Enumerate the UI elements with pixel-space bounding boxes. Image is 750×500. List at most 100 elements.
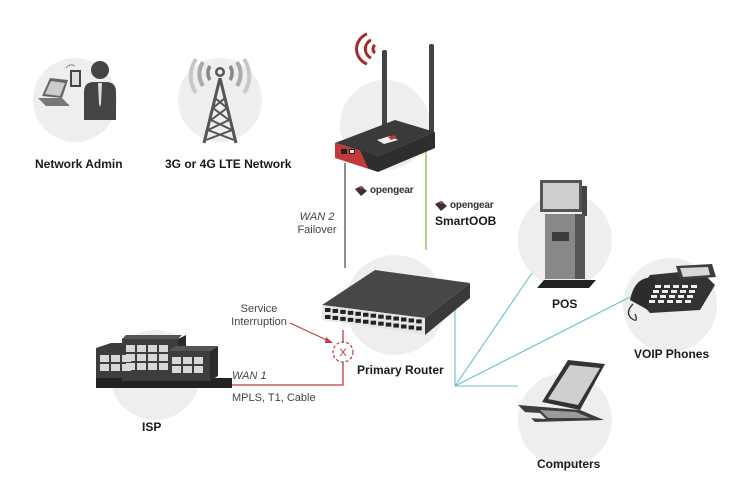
opengear-logo-device: opengear <box>355 185 414 196</box>
building-window <box>172 357 181 364</box>
opengear-brand-text: opengear <box>370 185 414 196</box>
pos-kiosk-icon <box>537 180 596 288</box>
router-port <box>401 324 407 329</box>
router-port <box>340 316 346 321</box>
phone-key <box>667 300 673 303</box>
voip-phone-icon <box>627 264 716 321</box>
wifi-signal-icon <box>355 32 377 66</box>
building-window <box>126 354 135 361</box>
phone-key <box>658 300 664 303</box>
building-window <box>148 345 157 352</box>
computers-label: Computers <box>537 457 601 471</box>
opengear-logo-smartoob: opengear <box>435 200 494 211</box>
building-window <box>194 366 203 373</box>
phone-key <box>673 285 679 288</box>
network-admin-label: Network Admin <box>35 157 123 171</box>
router-port <box>401 317 407 322</box>
router-port <box>385 322 392 327</box>
router-port <box>332 308 339 313</box>
router-port <box>370 320 377 325</box>
annotation-line2: Interruption <box>231 316 287 328</box>
router-port <box>378 314 384 319</box>
building-window <box>172 366 181 373</box>
building-window <box>137 363 146 370</box>
wan1-subtitle: MPLS, T1, Cable <box>232 392 316 404</box>
phone-key <box>653 290 659 293</box>
router-port <box>347 310 354 315</box>
lte-network-label: 3G or 4G LTE Network <box>165 157 292 171</box>
router-port <box>347 317 354 322</box>
router-port <box>378 321 384 326</box>
phone-key <box>655 285 661 288</box>
phone-key <box>671 290 677 293</box>
phone-key <box>676 300 682 303</box>
links: X <box>232 150 631 387</box>
computers-laptop-icon <box>518 360 605 422</box>
annotation-line1: Service <box>240 303 278 315</box>
interruption-arrowhead <box>325 337 333 343</box>
pos-link <box>454 272 533 387</box>
isp-label: ISP <box>142 420 162 434</box>
router-port <box>363 319 369 324</box>
router-port <box>325 308 331 312</box>
phone-keys <box>649 285 697 303</box>
phone-key <box>660 295 666 298</box>
interruption-arrow <box>289 322 332 343</box>
phone-key <box>662 290 668 293</box>
router-port <box>370 313 377 318</box>
router-port <box>355 311 361 316</box>
phone-key <box>664 285 670 288</box>
router-port <box>340 309 346 314</box>
router-port <box>393 316 399 321</box>
building-window <box>126 363 135 370</box>
router-ports <box>325 308 422 331</box>
router-port <box>355 318 361 323</box>
phone-key <box>689 290 695 293</box>
building-window <box>137 345 146 352</box>
phone-key <box>651 295 657 298</box>
wan2-title: WAN 2 <box>299 211 335 223</box>
phone-key <box>687 295 693 298</box>
network-admin-icon <box>38 61 116 120</box>
router-port <box>416 326 422 331</box>
building-window <box>159 354 168 361</box>
building-window <box>183 357 192 364</box>
wan2-subtitle: Failover <box>297 224 337 236</box>
router-port <box>408 325 415 330</box>
building-window <box>159 363 168 370</box>
opengear-brand-text: opengear <box>450 200 494 211</box>
building-window <box>111 355 120 362</box>
interruption-marker <box>332 341 354 363</box>
interruption-x: X <box>339 347 347 359</box>
router-port <box>408 318 415 323</box>
wan1-title: WAN 1 <box>232 370 267 382</box>
building-window <box>148 363 157 370</box>
phone-key <box>691 285 697 288</box>
phone-key <box>682 285 688 288</box>
router-port <box>332 315 339 320</box>
voip-link <box>454 296 631 387</box>
router-port <box>393 323 399 328</box>
router-port <box>385 315 392 320</box>
primary-router-label: Primary Router <box>357 363 444 377</box>
building-window <box>126 345 135 352</box>
wan2-failover-label: WAN 2 Failover <box>292 211 342 237</box>
phone-key <box>669 295 675 298</box>
smartoob-device-icon <box>335 44 435 172</box>
router-port <box>325 315 331 319</box>
building-window <box>148 354 157 361</box>
building-window <box>100 364 109 371</box>
pos-label: POS <box>552 297 578 311</box>
smartoob-label: SmartOOB <box>435 214 497 228</box>
phone-key <box>649 300 655 303</box>
router-port <box>363 312 369 317</box>
wan1-line <box>232 362 344 386</box>
phone-key <box>680 290 686 293</box>
voip-phones-label: VOIP Phones <box>634 347 710 361</box>
primary-router-icon <box>322 270 470 335</box>
background-circles <box>33 58 717 467</box>
building-window <box>159 345 168 352</box>
phone-key <box>685 300 691 303</box>
building-window <box>137 354 146 361</box>
